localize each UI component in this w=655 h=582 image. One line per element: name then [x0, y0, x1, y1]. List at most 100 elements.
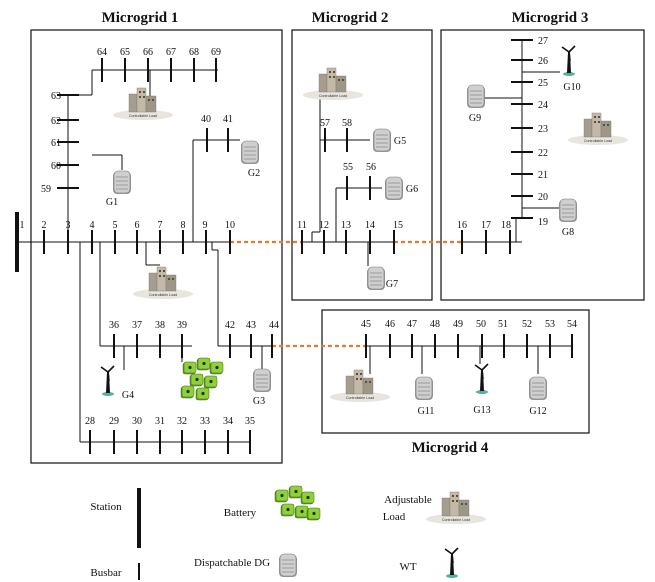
bus-label-46: 46 [385, 319, 395, 330]
bus-label-30: 30 [132, 416, 142, 427]
wind-turbine-icon [100, 365, 115, 397]
bus-label-9: 9 [203, 220, 208, 231]
bus-label-7: 7 [158, 220, 163, 231]
dispatchable-dg-icon [466, 84, 486, 109]
microgrid-3-box [440, 29, 645, 301]
generator-label-g13: G13 [473, 405, 490, 416]
bus-label-66: 66 [143, 47, 153, 58]
microgrid-2-box [291, 29, 433, 301]
bus-label-14: 14 [365, 220, 375, 231]
controllable-load-icon: Controllable Load [112, 87, 174, 121]
bus-label-12: 12 [319, 220, 329, 231]
bus-label-5: 5 [113, 220, 118, 231]
bus-label-53: 53 [545, 319, 555, 330]
bus-label-62: 62 [51, 116, 61, 127]
bus-label-51: 51 [498, 319, 508, 330]
bus-label-11: 11 [297, 220, 307, 231]
bus-label-19: 19 [538, 217, 548, 228]
bus-labels: 1 2 3 4 5 6 7 8 9 10 11 12 13 14 15 16 1… [20, 36, 578, 427]
wind-turbine-icon [474, 363, 489, 395]
dispatchable-dg-icon [384, 176, 404, 201]
bus-label-64: 64 [97, 47, 107, 58]
bus-label-13: 13 [341, 220, 351, 231]
generator-label-g11: G11 [418, 406, 435, 417]
bus-label-44: 44 [269, 320, 279, 331]
bus-label-60: 60 [51, 161, 61, 172]
dispatchable-dg-icon [366, 266, 386, 291]
bus-label-21: 21 [538, 170, 548, 181]
dispatchable-dg-icon [112, 170, 132, 195]
generator-label-g1: G1 [106, 197, 118, 208]
bus-label-10: 10 [225, 220, 235, 231]
bus-label-24: 24 [538, 100, 548, 111]
load-label: Controllable Load [584, 139, 612, 143]
legend-adjustable-label-line2: Load [383, 511, 406, 523]
controllable-load-icon: Controllable Load [567, 112, 629, 146]
bus-label-18: 18 [501, 220, 511, 231]
legend-station-symbol [137, 488, 141, 548]
bus-label-61: 61 [51, 138, 61, 149]
bus-label-15: 15 [393, 220, 403, 231]
bus-label-45: 45 [361, 319, 371, 330]
bus-label-20: 20 [538, 192, 548, 203]
bus-label-67: 67 [166, 47, 176, 58]
bus-label-22: 22 [538, 148, 548, 159]
bus-label-3: 3 [66, 220, 71, 231]
bus-label-4: 4 [90, 220, 95, 231]
bus-label-1: 1 [20, 220, 25, 231]
bus-label-23: 23 [538, 124, 548, 135]
busbars-mg2 [301, 128, 395, 254]
bus-label-35: 35 [245, 416, 255, 427]
bus-label-2: 2 [42, 220, 47, 231]
load-label: Controllable Load [346, 396, 374, 400]
legend-load-label: Controllable Load [442, 518, 470, 522]
dispatchable-dg-icon [558, 198, 578, 223]
bus-label-68: 68 [189, 47, 199, 58]
bus-label-47: 47 [407, 319, 417, 330]
dispatchable-dg-icon [240, 140, 260, 165]
legend-wind-turbine-icon [444, 547, 459, 579]
legend-dispatchable-label: Dispatchable DG [194, 557, 270, 569]
bus-label-29: 29 [109, 416, 119, 427]
bus-label-31: 31 [155, 416, 165, 427]
generator-label-g3: G3 [253, 396, 265, 407]
bus-label-54: 54 [567, 319, 577, 330]
bus-label-40: 40 [201, 114, 211, 125]
bus-label-6: 6 [135, 220, 140, 231]
bus-label-8: 8 [181, 220, 186, 231]
load-label: Controllable Load [319, 94, 347, 98]
bus-label-38: 38 [155, 320, 165, 331]
generator-label-g12: G12 [529, 406, 546, 417]
bus-label-50: 50 [476, 319, 486, 330]
busbars-mg1 [43, 58, 273, 454]
bus-label-33: 33 [200, 416, 210, 427]
generator-label-g2: G2 [248, 168, 260, 179]
dispatchable-dg-icon [372, 128, 392, 153]
controllable-load-icon: Controllable Load [302, 67, 364, 101]
legend-station-label: Station [90, 501, 122, 513]
bus-label-42: 42 [225, 320, 235, 331]
microgrid-1-box [30, 29, 283, 464]
bus-label-52: 52 [522, 319, 532, 330]
dispatchable-dg-icon [252, 368, 272, 393]
load-label: Controllable Load [149, 293, 177, 297]
bus-label-26: 26 [538, 56, 548, 67]
legend-busbar-label: Busbar [90, 567, 122, 579]
generator-label-g10: G10 [563, 82, 580, 93]
generator-label-g8: G8 [562, 227, 574, 238]
microgrid-4-title: Microgrid 4 [412, 440, 489, 456]
bus-label-49: 49 [453, 319, 463, 330]
generator-label-g7: G7 [386, 279, 398, 290]
legend-busbar-symbol [138, 563, 140, 580]
bus-label-28: 28 [85, 416, 95, 427]
legend-wt-label: WT [399, 561, 416, 573]
generator-label-g5: G5 [394, 136, 406, 147]
bus-label-27: 27 [538, 36, 548, 47]
generator-label-g4: G4 [122, 390, 134, 401]
legend-dispatchable-dg-icon [278, 553, 298, 578]
bus-label-58: 58 [342, 118, 352, 129]
bus-label-56: 56 [366, 162, 376, 173]
bus-label-37: 37 [132, 320, 142, 331]
bus-label-32: 32 [177, 416, 187, 427]
